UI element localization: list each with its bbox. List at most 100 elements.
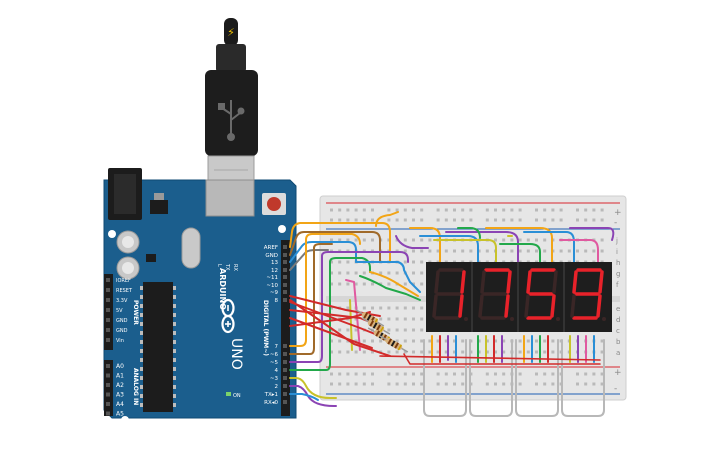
- digital-pin-label: 13: [271, 260, 278, 266]
- crystal-oscillator: [181, 227, 201, 269]
- power-pin-label: IOREF: [116, 278, 131, 284]
- rail-sign-top-plus: +: [614, 208, 622, 218]
- resistor[interactable]: [379, 333, 410, 354]
- row-letter: f: [616, 281, 619, 289]
- arduino-logo: [221, 298, 235, 334]
- digital-pin-label: 12: [271, 268, 278, 274]
- on-led: [226, 392, 231, 396]
- segment-f: [526, 270, 532, 294]
- model-text: UNO: [228, 338, 244, 370]
- segment-e: [570, 294, 576, 318]
- wire: [445, 231, 519, 263]
- mount-hole: [108, 230, 116, 238]
- analog-header[interactable]: [104, 360, 113, 416]
- wire: [419, 235, 479, 263]
- mount-hole: [232, 420, 240, 428]
- wire: [499, 243, 541, 263]
- power-pin-label: GND: [116, 318, 128, 324]
- wire: [359, 275, 421, 301]
- wires: [289, 211, 615, 417]
- row-letter: i: [616, 248, 618, 256]
- power-pin-label: 5V: [116, 308, 123, 314]
- voltage-regulator: [150, 200, 168, 214]
- digital-pin-label: 2: [275, 384, 279, 390]
- digital-pin-label: TX▸1: [264, 392, 278, 398]
- resistor[interactable]: [361, 315, 392, 336]
- analog-pin-label: A0: [116, 363, 124, 370]
- wire: [289, 317, 373, 349]
- wire: [485, 227, 553, 263]
- usb-strain-relief: [216, 44, 246, 72]
- wire: [423, 339, 467, 417]
- digital-pin-label: ~3: [270, 376, 279, 382]
- mount-hole: [278, 225, 286, 233]
- led-label-tx: TX: [224, 263, 230, 271]
- segment-c: [596, 294, 602, 318]
- seven-segment-display[interactable]: [426, 262, 612, 332]
- digital-pin-label: 7: [275, 344, 279, 350]
- on-label: ON: [233, 393, 241, 399]
- digital-section-label: DIGITAL (PWM~): [262, 300, 269, 356]
- small-chip: [146, 254, 156, 262]
- row-letter: h: [616, 259, 620, 267]
- wire: [289, 241, 357, 263]
- segment-f: [434, 270, 440, 294]
- row-letter: a: [616, 349, 620, 357]
- brand-text: ARDUINO: [218, 268, 227, 310]
- segment-e: [478, 294, 484, 318]
- segment-b: [460, 270, 466, 294]
- wire: [289, 233, 331, 347]
- power-pin-label: Vin: [116, 338, 124, 344]
- segment-c: [458, 294, 464, 318]
- row-letter: d: [616, 316, 620, 324]
- rail-sign-bottom-plus: +: [614, 368, 622, 378]
- wire: [329, 233, 361, 245]
- digital-pin-label: ~9: [270, 290, 279, 296]
- display-digit: [432, 268, 468, 321]
- digital-pin-label: AREF: [264, 245, 278, 251]
- analog-pin-label: A2: [116, 382, 124, 389]
- wire: [289, 299, 391, 357]
- wire: [403, 353, 601, 365]
- usb-icon: [218, 100, 245, 141]
- analog-pin-label: A3: [116, 392, 124, 399]
- display-digit: [570, 268, 606, 321]
- resistors[interactable]: [355, 307, 410, 354]
- row-letter: g: [616, 270, 620, 278]
- digital-header[interactable]: [281, 240, 290, 416]
- wire: [561, 339, 605, 417]
- wire: [469, 339, 513, 417]
- wire: [515, 339, 559, 417]
- row-letter: e: [616, 305, 620, 313]
- reset-button-cap[interactable]: [267, 197, 281, 211]
- row-letter: c: [616, 327, 620, 335]
- wire: [369, 271, 419, 297]
- mount-hole: [121, 416, 129, 424]
- digital-pin-label: ~6: [270, 352, 279, 358]
- digital-pin-label: GND: [265, 253, 278, 259]
- segment-f: [480, 270, 486, 294]
- power-pin-label: RESET: [116, 288, 133, 294]
- wire: [523, 231, 575, 263]
- analog-pin-label: A4: [116, 401, 124, 408]
- wire: [289, 393, 319, 401]
- segment-c: [550, 294, 556, 318]
- row-letter: j: [615, 237, 618, 245]
- wire: [289, 222, 391, 263]
- row-letter: b: [616, 338, 621, 346]
- wire: [433, 239, 497, 263]
- segment-c: [504, 294, 510, 318]
- rail-sign-top-minus: -: [614, 218, 617, 228]
- wire: [559, 239, 599, 263]
- segment-b: [552, 270, 558, 294]
- display-digit: [524, 268, 560, 321]
- digital-pin-label: ~5: [270, 360, 279, 366]
- rail-sign-bottom-minus: -: [614, 384, 617, 394]
- power-pin-label: GND: [116, 328, 128, 334]
- wire: [289, 301, 381, 337]
- digital-pin-label: 4: [275, 368, 279, 374]
- display-digit: [478, 268, 514, 321]
